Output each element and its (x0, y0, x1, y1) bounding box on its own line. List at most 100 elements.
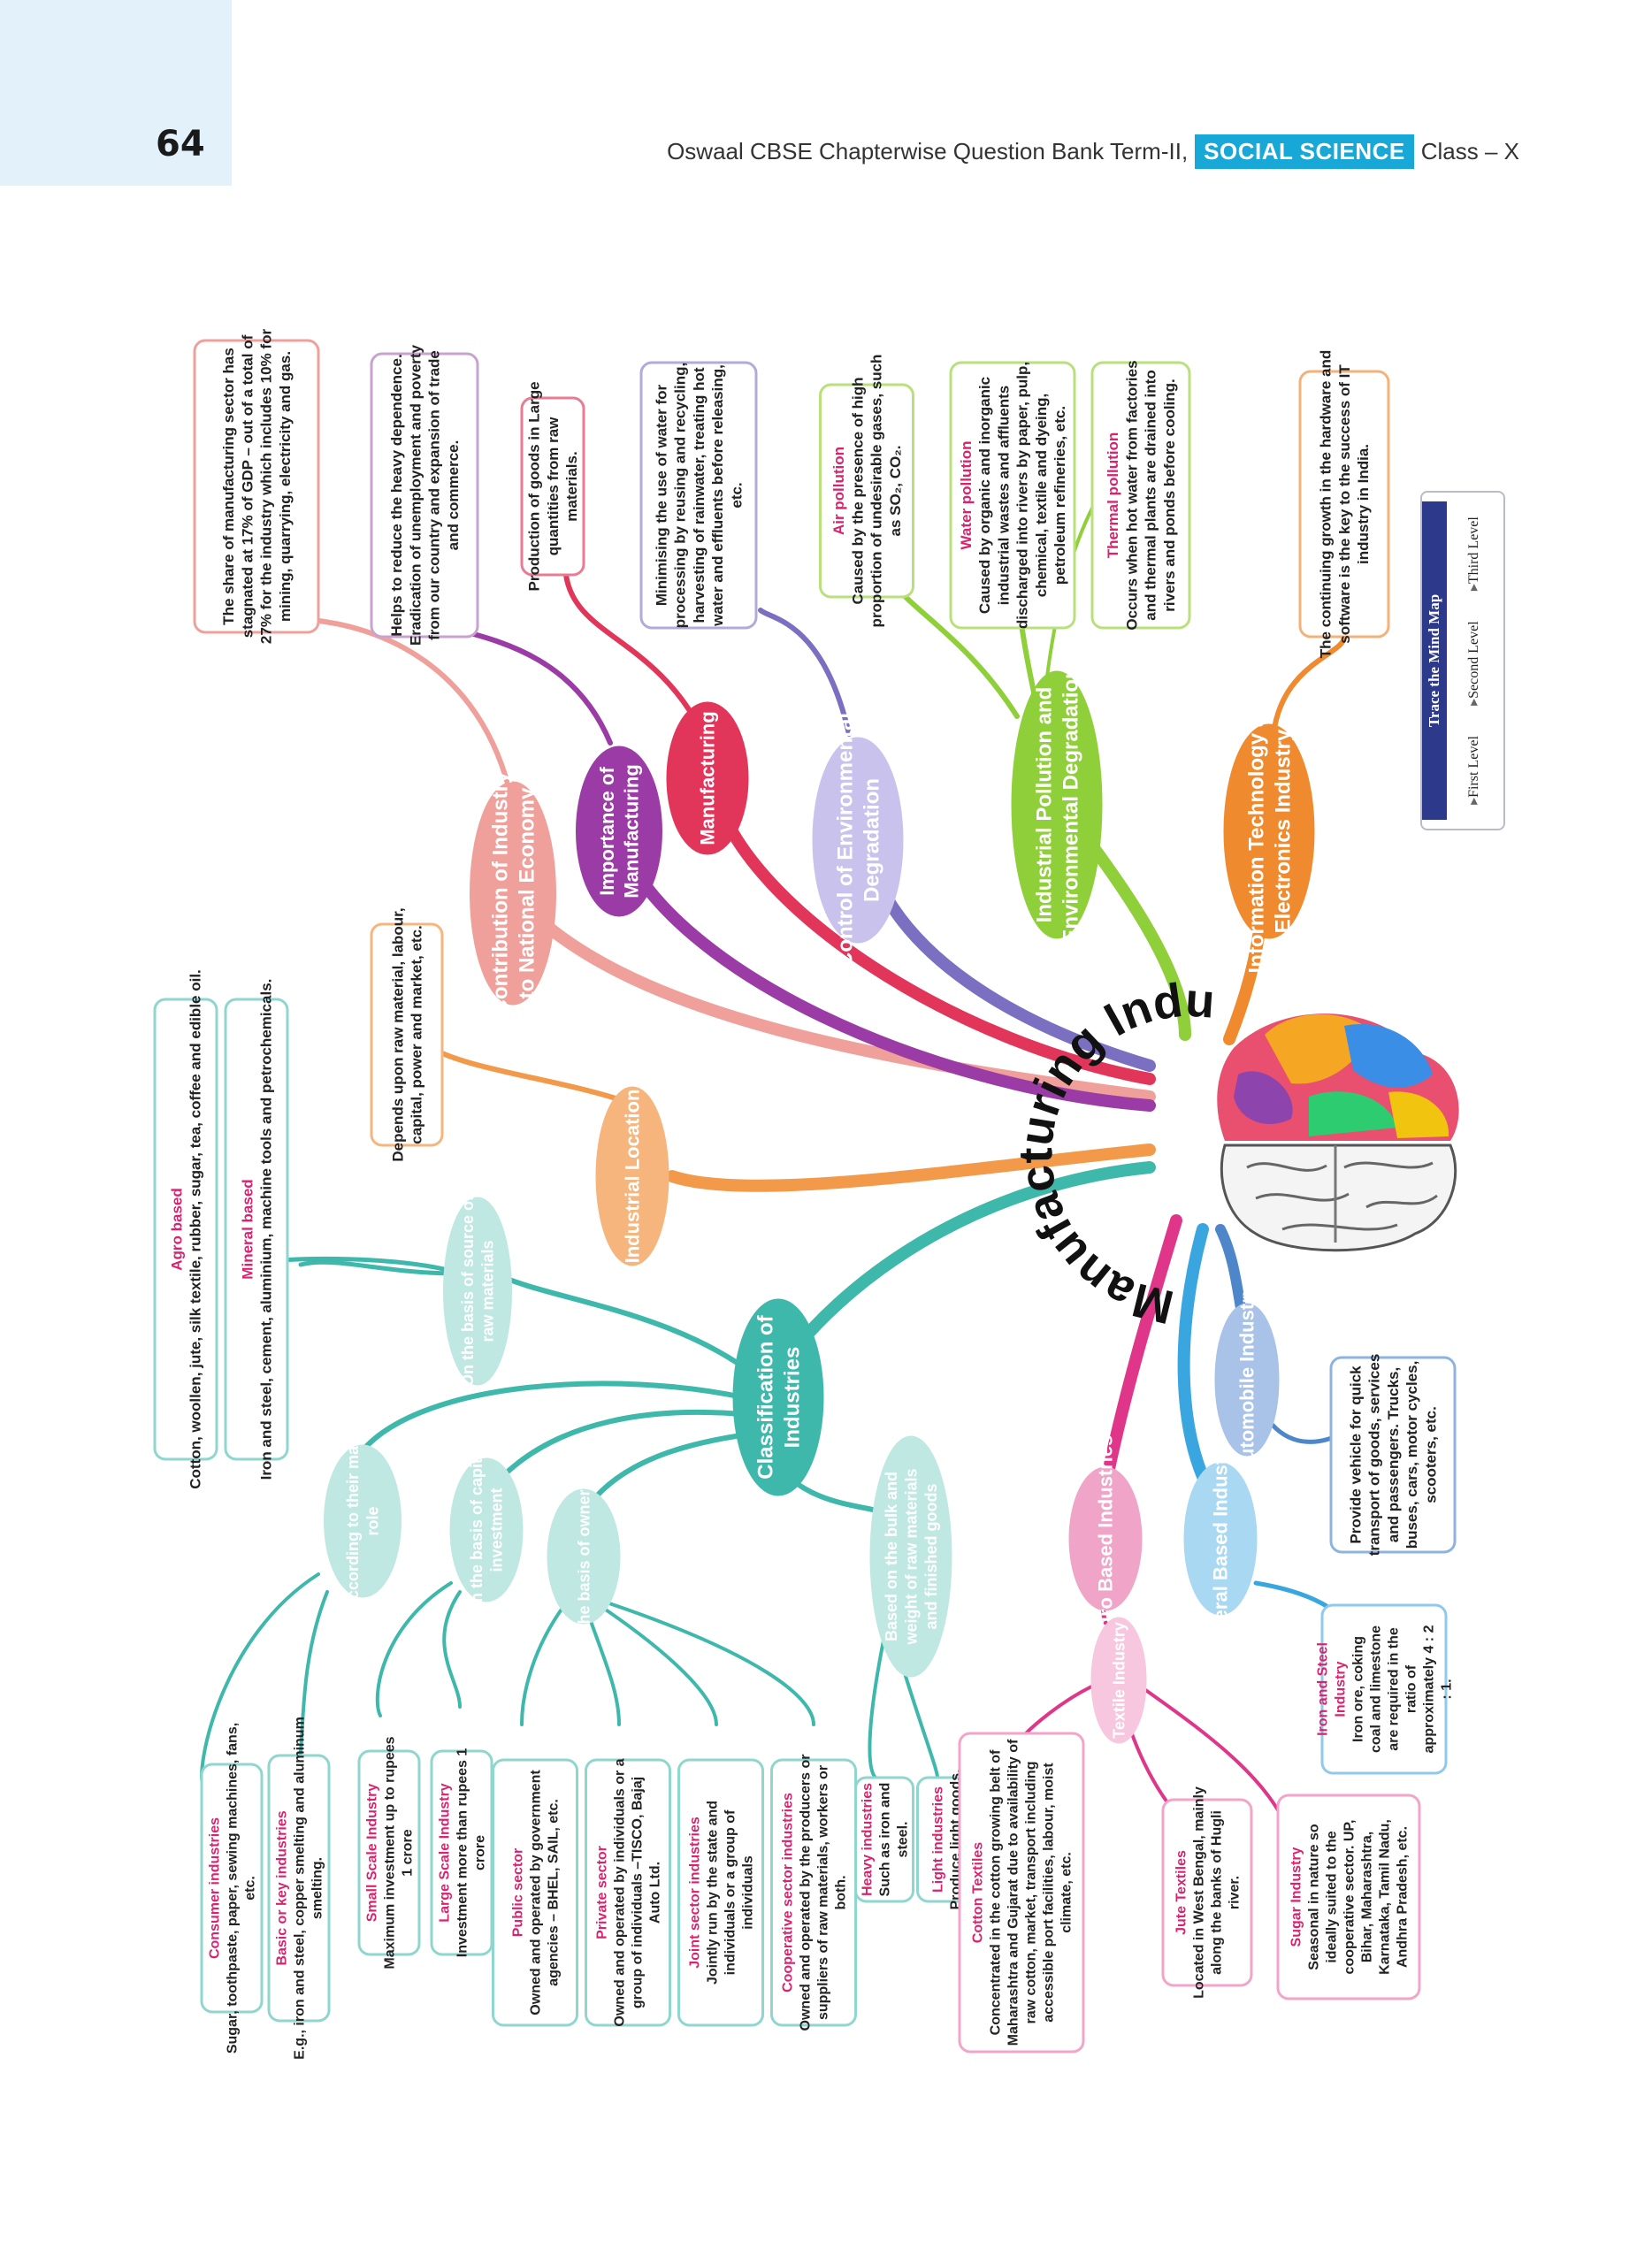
header-book-title: Oswaal CBSE Chapterwise Question Bank Te… (667, 138, 1189, 164)
node-title: Agro based (168, 1188, 185, 1271)
svg-text:The continuing growth in the h: The continuing growth in the hardware an… (1318, 350, 1373, 659)
node-title: On the basis of ownership (575, 1457, 593, 1656)
subtopic-ownership: On the basis of ownership (547, 1457, 621, 1656)
topic-automobile: Automobile Industry (1214, 1284, 1280, 1474)
link-raw-agro (298, 1259, 463, 1276)
node-text: Iron and steel, cement, aluminium, machi… (258, 979, 275, 1480)
topic-mineral: Mineral Based Industries (1183, 1424, 1258, 1654)
node-title: Agro Based Industries (1095, 1435, 1117, 1643)
legend-box: Trace the Mind Map First Level Second Le… (1420, 491, 1505, 830)
node-title: Water pollution (958, 440, 975, 549)
svg-text:Helps to reduce the heavy depe: Helps to reduce the heavy dependence.Era… (388, 344, 462, 646)
node-title: Mineral based (239, 1179, 256, 1279)
link-location-note (422, 1041, 639, 1108)
running-header: Oswaal CBSE Chapterwise Question Bank Te… (667, 134, 1519, 169)
node-title: Large Scale Industry (438, 1783, 453, 1922)
subtopic-textile: Textile Industry (1090, 1617, 1147, 1744)
node-title: Industrial Location (622, 1090, 644, 1264)
node-title: Mineral Based Industries (1210, 1424, 1232, 1654)
note-importance: Helps to reduce the heavy dependence.Era… (370, 344, 479, 646)
node-title: Private sector (595, 1846, 610, 1939)
node-title: Automobile Industry (1236, 1284, 1258, 1474)
svg-text:The share of manufacturing sec: The share of manufacturing sector hassta… (220, 329, 294, 645)
link-contribution-note (289, 616, 516, 807)
note-it: The continuing growth in the hardware an… (1298, 350, 1390, 659)
topic-manufacturing: Manufacturing (666, 701, 749, 855)
node-text: Helps to reduce the heavy dependence.Era… (388, 344, 462, 646)
node-title: Heavy industries (860, 1783, 876, 1896)
svg-text:Manufacturing: Manufacturing (697, 711, 719, 845)
page-number: 64 (156, 124, 205, 164)
node-title: Cooperative sector industries (781, 1793, 796, 1992)
node-title: Jute Textiles (1174, 1850, 1189, 1935)
node-text: Depends upon raw material, labour,capita… (389, 907, 424, 1161)
link-mineral (1177, 1223, 1218, 1501)
node-title: Joint sector industries (688, 1817, 703, 1969)
link-control-note (758, 608, 852, 737)
node-title: Light industries (931, 1786, 946, 1893)
link-large (442, 1590, 462, 1709)
topic-agro: Agro Based Industries (1068, 1435, 1143, 1643)
link-agro (1099, 1214, 1182, 1492)
link-importance (613, 834, 1156, 1112)
node-text: The continuing growth in the hardware an… (1318, 350, 1373, 659)
svg-text:Industrial Location: Industrial Location (622, 1090, 644, 1264)
node-title: Public sector (511, 1848, 526, 1937)
node-text: E.g., iron and steel, copper smelting an… (293, 1717, 325, 2060)
svg-text:Depends upon raw material, lab: Depends upon raw material, labour,capita… (389, 907, 424, 1161)
node-title: Sugar Industry (1289, 1847, 1304, 1947)
link-location (666, 1143, 1156, 1192)
link-manufacturing-note (563, 572, 706, 737)
svg-text:Minimising the use of water fo: Minimising the use of water forprocessin… (653, 363, 745, 628)
svg-text:On the basis of ownership: On the basis of ownership (575, 1457, 593, 1656)
header-subject-badge: SOCIAL SCIENCE (1195, 134, 1414, 169)
node-title: Cotton Textiles (971, 1842, 986, 1943)
legend-third-level: Third Level (1465, 516, 1482, 591)
